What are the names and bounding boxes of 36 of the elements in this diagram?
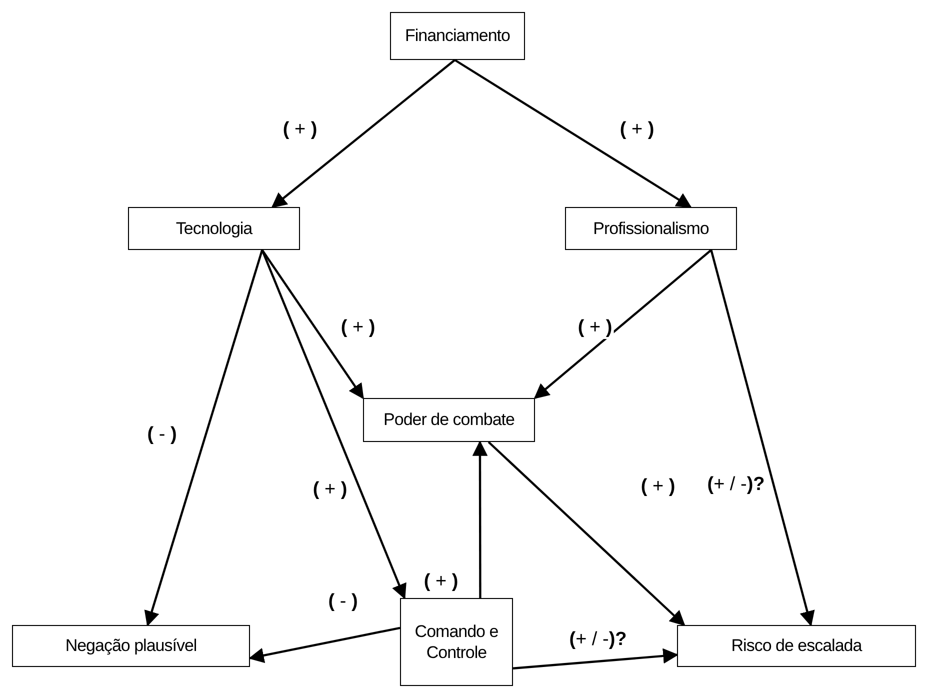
node-label: Risco de escalada bbox=[731, 635, 862, 657]
arrow bbox=[488, 441, 686, 626]
node-label: Negação plausível bbox=[65, 635, 197, 657]
process-box bbox=[390, 12, 525, 60]
edge-label: ( + ) bbox=[576, 317, 614, 339]
edge-label: (+ / -)? bbox=[705, 474, 767, 496]
arrow bbox=[472, 440, 488, 598]
arrow bbox=[454, 59, 692, 208]
process-box bbox=[565, 207, 737, 250]
process-box bbox=[363, 398, 535, 442]
arrow bbox=[534, 249, 712, 399]
edge-label: (+ / -)? bbox=[567, 629, 629, 651]
edge-label: ( + ) bbox=[310, 479, 350, 501]
process-box bbox=[677, 625, 916, 667]
arrow bbox=[512, 648, 679, 670]
arrow bbox=[261, 249, 364, 400]
edge-label: ( + ) bbox=[338, 317, 378, 339]
edge-label: ( + ) bbox=[638, 476, 678, 498]
process-box bbox=[12, 625, 250, 667]
edge-label: ( + ) bbox=[280, 119, 320, 141]
node-label: Profissionalismo bbox=[593, 218, 709, 240]
edge-label: ( - ) bbox=[326, 591, 360, 613]
node-label: Tecnologia bbox=[176, 218, 252, 240]
edge-label: ( + ) bbox=[422, 571, 460, 593]
arrow bbox=[144, 250, 264, 626]
process-box bbox=[400, 598, 513, 686]
node-label: Poder de combate bbox=[384, 409, 514, 431]
arrow bbox=[261, 250, 406, 600]
edge-label: ( + ) bbox=[618, 119, 656, 141]
edge-label: ( - ) bbox=[145, 424, 179, 446]
process-box bbox=[128, 207, 300, 250]
arrow bbox=[248, 626, 400, 663]
node-label: Financiamento bbox=[404, 25, 510, 47]
arrow bbox=[271, 59, 456, 208]
arrow bbox=[710, 250, 815, 626]
node-label: Comando e Controle bbox=[414, 620, 500, 664]
